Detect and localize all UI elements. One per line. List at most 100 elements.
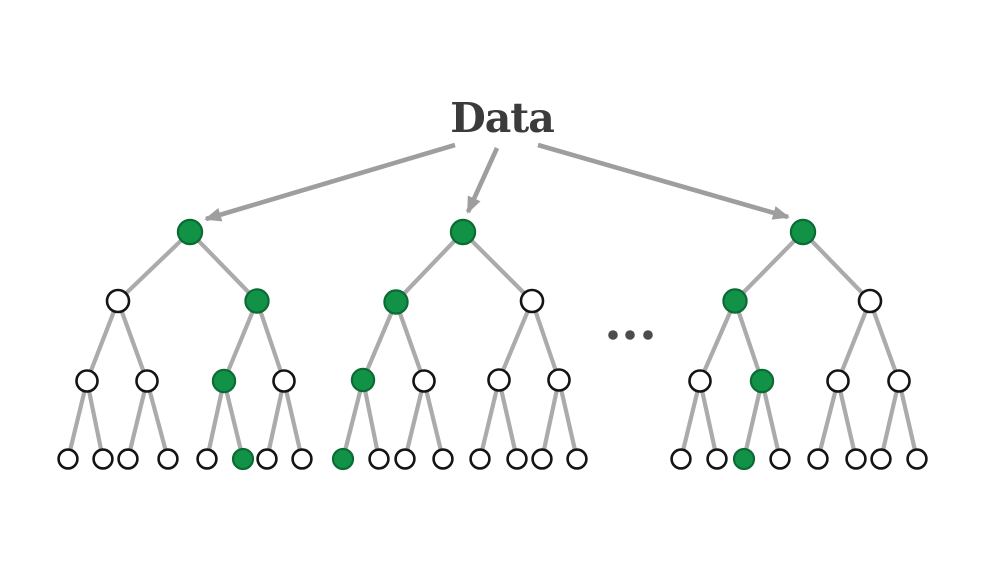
tree-edge xyxy=(281,380,305,460)
forest xyxy=(57,218,928,471)
tree-edge xyxy=(556,379,580,460)
tree-edge xyxy=(402,380,427,460)
tree-edge xyxy=(125,380,150,460)
tree-edge xyxy=(878,380,902,460)
tree-node xyxy=(506,448,528,470)
tree-edge xyxy=(394,301,426,382)
tree-edge xyxy=(539,379,562,460)
tree-node xyxy=(92,448,114,470)
tree-node-selected xyxy=(749,368,775,394)
tree-node-selected xyxy=(383,289,409,315)
tree-edge xyxy=(733,230,805,303)
tree-3 xyxy=(670,218,928,471)
data-arrows xyxy=(204,142,790,222)
tree-node xyxy=(845,448,867,470)
tree-edge xyxy=(741,380,765,460)
tree-edge xyxy=(477,379,502,460)
tree-edge xyxy=(360,379,382,460)
data-flow-arrow xyxy=(465,147,500,214)
tree-edge xyxy=(697,380,720,460)
tree-edge xyxy=(530,300,561,381)
tree-edge xyxy=(85,300,120,382)
tree-node xyxy=(469,448,491,470)
tree-edge xyxy=(421,380,446,460)
diagram-title: Data xyxy=(450,94,554,142)
tree-node xyxy=(117,448,139,470)
ellipsis-dot xyxy=(608,330,618,340)
tree-node-selected xyxy=(350,367,376,393)
tree-edge xyxy=(84,380,106,460)
tree-node xyxy=(887,369,911,393)
tree-edge xyxy=(836,300,872,382)
tree-edge xyxy=(204,380,227,460)
tree-edge xyxy=(394,230,465,304)
tree-node xyxy=(487,368,511,392)
tree-edge xyxy=(65,380,90,460)
tree-edge xyxy=(496,379,520,460)
tree-node xyxy=(272,369,296,393)
tree-node xyxy=(432,448,454,470)
tree-2 xyxy=(331,218,588,471)
tree-node-selected xyxy=(789,218,817,246)
data-flow-arrow xyxy=(537,142,790,220)
tree-node xyxy=(826,369,850,393)
tree-edge xyxy=(801,230,872,303)
tree-node xyxy=(566,448,588,470)
tree-node xyxy=(105,288,131,314)
tree-edge xyxy=(340,379,366,460)
tree-node-selected xyxy=(722,288,748,314)
tree-edge xyxy=(759,380,783,460)
tree-node xyxy=(196,448,218,470)
tree-edge xyxy=(255,300,286,382)
tree-node xyxy=(906,448,928,470)
tree-node xyxy=(256,448,278,470)
tree-edge xyxy=(188,230,259,303)
tree-node xyxy=(857,288,883,314)
tree-edge xyxy=(868,300,901,382)
tree-edge xyxy=(116,230,192,303)
tree-node xyxy=(57,448,79,470)
tree-edge xyxy=(678,380,703,460)
tree-edge xyxy=(264,380,287,460)
tree-edge xyxy=(835,380,859,460)
tree-node xyxy=(519,288,545,314)
tree-node xyxy=(157,448,179,470)
tree-edge xyxy=(896,380,920,460)
tree-edge xyxy=(497,300,534,381)
tree-node xyxy=(706,448,728,470)
tree-edge xyxy=(116,300,149,382)
tree-node xyxy=(807,448,829,470)
tree-edge xyxy=(144,380,171,460)
data-flow-arrow xyxy=(204,142,456,222)
tree-node xyxy=(870,448,892,470)
tree-node-selected xyxy=(176,218,204,246)
tree-node-selected xyxy=(244,288,270,314)
tree-edge xyxy=(733,300,764,382)
tree-node xyxy=(75,369,99,393)
tree-edge xyxy=(361,301,398,381)
ellipsis-dot xyxy=(625,330,635,340)
tree-node-selected xyxy=(732,447,756,471)
tree-node xyxy=(688,369,712,393)
tree-node xyxy=(291,448,313,470)
tree-node xyxy=(769,448,791,470)
tree-edge xyxy=(698,300,737,382)
tree-node xyxy=(670,448,692,470)
tree-node xyxy=(531,448,553,470)
tree-node-selected xyxy=(449,218,477,246)
tree-node-selected xyxy=(211,368,237,394)
more-trees-ellipsis xyxy=(608,330,653,340)
tree-node-selected xyxy=(231,447,255,471)
tree-node xyxy=(412,369,436,393)
tree-node xyxy=(368,448,390,470)
tree-edge xyxy=(461,230,534,303)
tree-node-selected xyxy=(331,447,355,471)
ellipsis-dot xyxy=(643,330,653,340)
tree-1 xyxy=(57,218,313,471)
tree-node xyxy=(394,448,416,470)
tree-node xyxy=(135,369,159,393)
tree-edge xyxy=(815,380,841,460)
tree-node xyxy=(547,368,571,392)
